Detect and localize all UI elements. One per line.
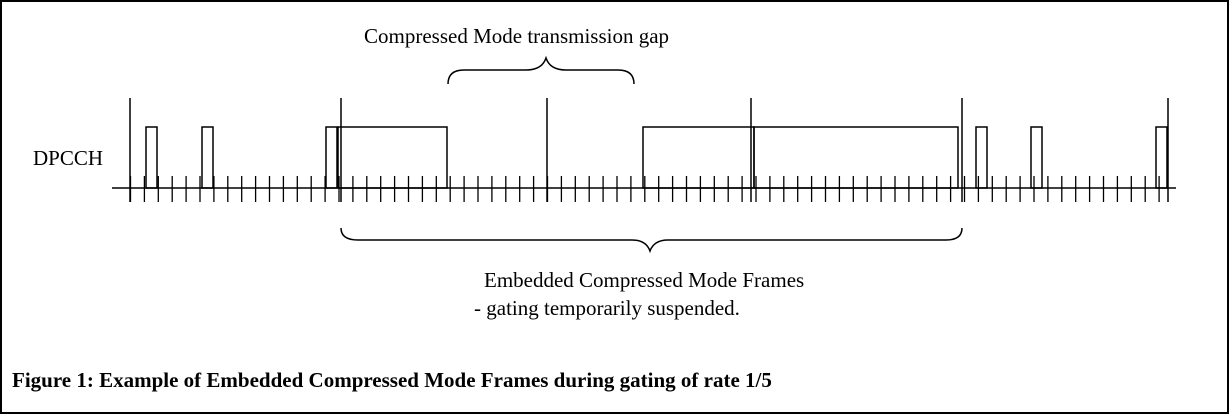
embedded-frames-brace	[340, 227, 963, 254]
gated-pulse	[1155, 126, 1168, 189]
dpcch-channel-label: DPCCH	[33, 146, 104, 170]
transmission-gap-label: Compressed Mode transmission gap	[364, 24, 670, 48]
gated-pulse	[325, 126, 338, 189]
gated-pulse	[145, 126, 158, 189]
gated-pulses	[145, 126, 1168, 189]
figure-caption: Figure 1: Example of Embedded Compressed…	[12, 368, 772, 392]
frame-boundaries	[129, 98, 1169, 202]
gated-pulse	[975, 126, 988, 189]
gating-suspended-label: - gating temporarily suspended.	[474, 296, 740, 320]
embedded-frames-label: Embedded Compressed Mode Frames	[484, 268, 805, 292]
slot-ticks	[129, 176, 1160, 202]
gated-pulse	[201, 126, 214, 189]
compressed-frame-block-1	[337, 126, 448, 189]
gap-brace	[447, 55, 635, 85]
compressed-frame-block-3	[753, 126, 959, 189]
gated-pulse	[1030, 126, 1043, 189]
compressed-frame-block-2	[642, 126, 755, 189]
